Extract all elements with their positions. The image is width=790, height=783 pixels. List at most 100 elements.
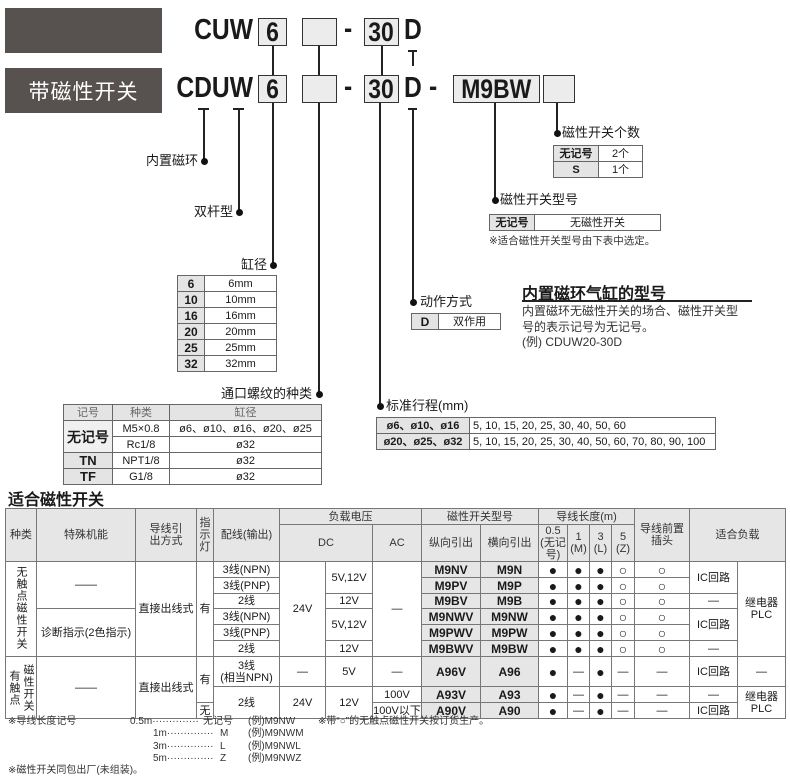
lead-code: L <box>220 740 226 752</box>
stroke-values: 5, 10, 15, 20, 25, 30, 40, 50, 60, 70, 8… <box>469 433 716 450</box>
bore-size: 20mm <box>204 323 277 340</box>
lead-mark-cell: ● <box>589 577 612 594</box>
model-cell: M9NV <box>421 561 481 578</box>
lead-example: (例)M9NWL <box>248 740 301 752</box>
port-code: TF <box>63 468 113 485</box>
lead-mark-cell: ● <box>567 593 590 609</box>
lead-mark-cell: ○ <box>611 608 635 625</box>
model-value: 无磁性开关 <box>534 214 661 231</box>
port-bore: ø6、ø10、ø16、ø20、ø25 <box>169 420 322 437</box>
bore-size: 25mm <box>204 339 277 356</box>
code1-dash: - <box>344 13 353 45</box>
connector <box>412 50 414 66</box>
lead-mark-cell: ● <box>538 656 568 687</box>
label-port: 通口螺纹的种类 <box>220 386 312 401</box>
table-cell: 有触点磁性开关 <box>5 656 37 719</box>
header-cell: 特殊机能 <box>36 508 136 562</box>
model-cell: A93V <box>421 686 481 703</box>
lead-length: 5m·············· <box>153 752 214 764</box>
lead-mark-cell: ● <box>567 624 590 641</box>
connector <box>272 46 274 75</box>
count-code: 无记号 <box>553 145 599 162</box>
lead-code: 无记号 <box>203 716 233 727</box>
switch-section-title: 适合磁性开关 <box>8 492 105 509</box>
header-cell: 3 (L) <box>589 524 612 562</box>
lead-mark-cell: ● <box>567 577 590 594</box>
lead-mark-cell: ○ <box>611 593 635 609</box>
lead-mark-cell: ● <box>538 561 568 578</box>
model-cell: M9PW <box>480 624 539 641</box>
switch-model-table: 无记号无磁性开关 <box>489 214 661 231</box>
order-note: ※带“○”的无触点磁性开关按订货生产。 <box>318 716 490 727</box>
table-cell: 继电器 PLC <box>737 686 786 719</box>
header-cell: 纵向引出 <box>421 524 481 562</box>
bore-code: 10 <box>177 291 205 308</box>
bore-size: 10mm <box>204 291 277 308</box>
table-cell: — <box>689 640 738 657</box>
lead-mark-cell: ● <box>589 640 612 657</box>
table-cell: IC回路 <box>689 561 738 594</box>
table-cell: 3线 (相当NPN) <box>213 656 280 687</box>
table-cell: IC回路 <box>689 656 738 687</box>
header-cell: 1 (M) <box>567 524 590 562</box>
bore-size: 6mm <box>204 275 277 292</box>
leader-dot <box>554 130 561 137</box>
stroke-bore: ø6、ø10、ø16 <box>376 417 470 434</box>
table-cell: 5V <box>325 656 373 687</box>
table-cell: 3线(NPN) <box>213 561 280 578</box>
lead-mark-cell: ○ <box>634 624 690 641</box>
code2-prefix: CDUW <box>176 72 253 104</box>
code2-action: D <box>404 72 422 104</box>
lead-mark-cell: ○ <box>634 593 690 609</box>
header-cell: 种类 <box>5 508 37 562</box>
lead-mark-cell: ○ <box>611 624 635 641</box>
count-code: S <box>553 161 599 178</box>
table-cell: 2线 <box>213 640 280 657</box>
table-cell: 3线(PNP) <box>213 624 280 641</box>
leader-dot <box>492 197 499 204</box>
bore-code: 32 <box>177 355 205 372</box>
header-cell: 指 示 灯 <box>196 508 214 562</box>
header-cell: 负载电压 <box>279 508 422 525</box>
model-cell: M9B <box>480 593 539 609</box>
label-bore: 缸径 <box>240 257 267 272</box>
table-cell: IC回路 <box>689 608 738 641</box>
table-cell: 100V <box>372 686 422 703</box>
label-switch-model: 磁性开关型号 <box>500 192 579 207</box>
code2-count-box <box>543 75 575 103</box>
bore-code: 16 <box>177 307 205 324</box>
builtin-text: 内置磁环无磁性开关的场合、磁性开关型 号的表示记号为无记号。 (例) CDUW2… <box>522 304 738 351</box>
lead-mark-cell: ● <box>589 656 612 687</box>
lead-mark-cell: ○ <box>611 561 635 578</box>
code2-stroke-box: 30 <box>364 75 399 103</box>
table-cell: — <box>737 656 786 687</box>
lead-mark-cell: ○ <box>634 577 690 594</box>
code2-rod-box <box>302 75 337 103</box>
lead-mark-cell: ○ <box>611 577 635 594</box>
connector <box>412 108 414 302</box>
connector <box>379 103 381 406</box>
table-cell: 3线(PNP) <box>213 577 280 594</box>
model-cell: M9PWV <box>421 624 481 641</box>
type-label: 有触点 <box>8 669 20 706</box>
table-cell: 3线(NPN) <box>213 608 280 625</box>
connector <box>556 103 558 133</box>
connector <box>494 103 496 200</box>
lead-length: 1m·············· <box>153 728 214 740</box>
code1-rod-box <box>302 18 337 46</box>
table-cell: 继电器 PLC <box>737 561 786 657</box>
table-cell: 12V <box>325 640 373 657</box>
model-cell: M9BV <box>421 593 481 609</box>
